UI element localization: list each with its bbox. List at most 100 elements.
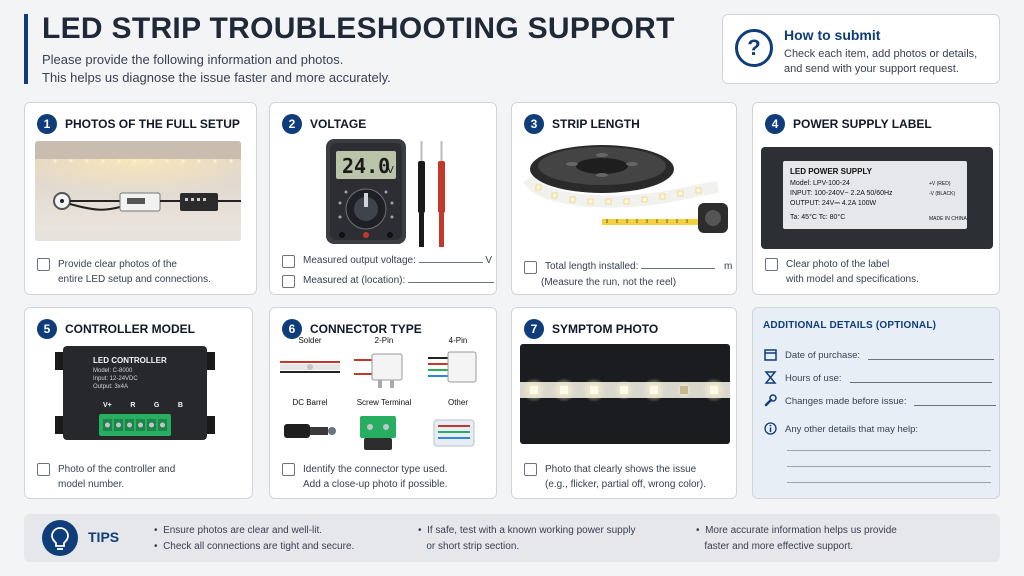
card-title: SYMPTOM PHOTO	[552, 322, 659, 336]
page-title: LED STRIP TROUBLESHOOTING SUPPORT	[42, 12, 675, 45]
meter-display: 24.0	[342, 154, 390, 178]
purchase-date-row: Date of purchase:	[763, 348, 994, 362]
measured-voltage-row: Measured output voltage: V	[282, 253, 492, 268]
how-to-submit-box: ? How to submit Check each item, add pho…	[722, 14, 1000, 84]
tips-bar: TIPS • Ensure photos are clear and well-…	[24, 514, 1000, 562]
controller-model: Model: C-8000	[93, 368, 133, 374]
card-title: POWER SUPPLY LABEL	[793, 117, 932, 131]
power-supply-photo: LED POWER SUPPLY Model: LPV-100-24 INPUT…	[761, 147, 993, 249]
checklist-item: Clear photo of the label with model and …	[765, 257, 919, 287]
psu-made-in: MADE IN CHINA	[929, 216, 967, 222]
card-header: 4 POWER SUPPLY LABEL	[765, 113, 932, 135]
card-symptom-photo: 7 SYMPTOM PHOTO Photo that clearly shows…	[511, 307, 737, 499]
check-text-line1: Clear photo of the label	[786, 259, 890, 270]
connector-dc-barrel-label: DC Barrel	[292, 398, 328, 407]
psu-output: OUTPUT: 24V⎓ 4.2A 100W	[790, 200, 877, 207]
check-text-line1: Identify the connector type used.	[303, 464, 448, 475]
card-header: 7 SYMPTOM PHOTO	[524, 318, 658, 340]
card-power-supply-label: 4 POWER SUPPLY LABEL LED POWER SUPPLY Mo…	[752, 102, 1000, 295]
card-title: CONTROLLER MODEL	[65, 322, 195, 336]
voltage-input-line[interactable]	[418, 253, 483, 263]
connector-2pin-label: 2-Pin	[374, 336, 394, 345]
length-unit: m	[723, 261, 733, 272]
psu-model: Model: LPV-100-24	[790, 180, 850, 187]
length-input-line[interactable]	[641, 259, 716, 269]
subtitle-line-1: Please provide the following information…	[42, 52, 344, 67]
wrench-icon	[763, 394, 777, 408]
tip-text: More accurate information helps us provi…	[705, 525, 897, 536]
title-accent-bar	[24, 14, 28, 84]
checklist-item: Photo of the controller and model number…	[37, 462, 175, 492]
connector-grid: Solder 2-Pin 4-Pin DC Barrel Screw Termi…	[274, 336, 494, 456]
tips-column-1: • Ensure photos are clear and well-lit. …	[154, 525, 355, 552]
voltage-unit: V	[485, 255, 493, 266]
checkbox[interactable]	[524, 463, 537, 476]
checkbox[interactable]	[282, 274, 295, 288]
check-text-line1: Photo of the controller and	[58, 464, 176, 475]
checklist-item: Photo that clearly shows the issue (e.g.…	[524, 462, 706, 492]
tip-text: or short strip section.	[426, 541, 520, 552]
length-row: Total length installed: m	[524, 259, 732, 274]
check-text-line2: (e.g., flicker, partial off, wrong color…	[545, 479, 706, 490]
step-number: 7	[524, 319, 544, 339]
full-setup-photo	[35, 141, 241, 241]
checkbox[interactable]	[765, 258, 778, 271]
check-text-line2: entire LED setup and connections.	[58, 274, 211, 285]
terminal-vplus: V+	[103, 402, 112, 409]
controller-name: LED CONTROLLER	[93, 356, 167, 365]
card-header: 2 VOLTAGE	[282, 113, 366, 135]
additional-title: ADDITIONAL DETAILS (OPTIONAL)	[763, 320, 937, 331]
measured-location-row: Measured at (location):	[282, 273, 495, 288]
multimeter-photo: 24.0 V	[318, 137, 458, 247]
card-header: 1 PHOTOS OF THE FULL SETUP	[37, 113, 240, 135]
checklist-item: Identify the connector type used. Add a …	[282, 462, 448, 492]
other-details-line-1[interactable]	[787, 450, 991, 451]
check-text-line1: Photo that clearly shows the issue	[545, 464, 697, 475]
psu-input: INPUT: 100-240V~ 2.2A 50/60Hz	[790, 190, 893, 197]
psu-temp: Ta: 45°C Tc: 80°C	[790, 214, 846, 221]
other-details-row: Any other details that may help:	[763, 422, 918, 436]
psu-vplus: +V (RED)	[929, 181, 951, 187]
checkbox[interactable]	[37, 258, 50, 271]
hours-line[interactable]	[849, 373, 992, 383]
location-input-line[interactable]	[408, 273, 495, 283]
changes-row: Changes made before issue:	[763, 394, 997, 408]
psu-vminus: -V (BLACK)	[929, 191, 956, 197]
question-icon: ?	[735, 29, 773, 67]
step-number: 3	[524, 114, 544, 134]
how-to-text: Check each item, add photos or details, …	[784, 48, 978, 75]
card-controller-model: 5 CONTROLLER MODEL LED CONTROLLER Model:…	[24, 307, 253, 499]
symptom-photo	[520, 344, 730, 444]
controller-input: Input: 12-24VDC	[93, 376, 138, 382]
checkbox[interactable]	[282, 254, 295, 268]
other-details-line-2[interactable]	[787, 466, 991, 467]
checkbox[interactable]	[524, 260, 537, 274]
card-header: 6 CONNECTOR TYPE	[282, 318, 422, 340]
card-header: 5 CONTROLLER MODEL	[37, 318, 195, 340]
additional-details-panel: ADDITIONAL DETAILS (OPTIONAL) Date of pu…	[752, 307, 1000, 499]
card-title: PHOTOS OF THE FULL SETUP	[65, 117, 240, 131]
connector-row-1-icons	[280, 351, 477, 388]
terminal-b: B	[177, 402, 183, 409]
checkbox[interactable]	[282, 463, 295, 476]
check-text-line1: Provide clear photos of the	[58, 259, 177, 270]
psu-name: LED POWER SUPPLY	[790, 167, 872, 176]
purchase-date-line[interactable]	[868, 350, 994, 360]
connector-screw-terminal-label: Screw Terminal	[356, 398, 412, 407]
checkbox[interactable]	[37, 463, 50, 476]
meter-unit: V	[387, 165, 394, 176]
measured-location-label: Measured at (location):	[303, 275, 406, 286]
tip-text: Check all connections are tight and secu…	[163, 541, 355, 552]
other-details-line-3[interactable]	[787, 482, 991, 483]
check-text-line2: Add a close-up photo if possible.	[303, 479, 448, 490]
controller-photo: LED CONTROLLER Model: C-8000 Input: 12-2…	[55, 346, 215, 442]
hourglass-icon	[763, 371, 777, 385]
card-header: 3 STRIP LENGTH	[524, 113, 640, 135]
other-details-label: Any other details that may help:	[785, 423, 919, 435]
hours-label: Hours of use:	[785, 372, 842, 384]
tips-column-2: • If safe, test with a known working pow…	[418, 525, 636, 552]
calendar-icon	[763, 348, 777, 362]
changes-line[interactable]	[914, 396, 997, 406]
tip-text: Ensure photos are clear and well-lit.	[163, 525, 323, 536]
length-hint: (Measure the run, not the reel)	[541, 277, 677, 288]
